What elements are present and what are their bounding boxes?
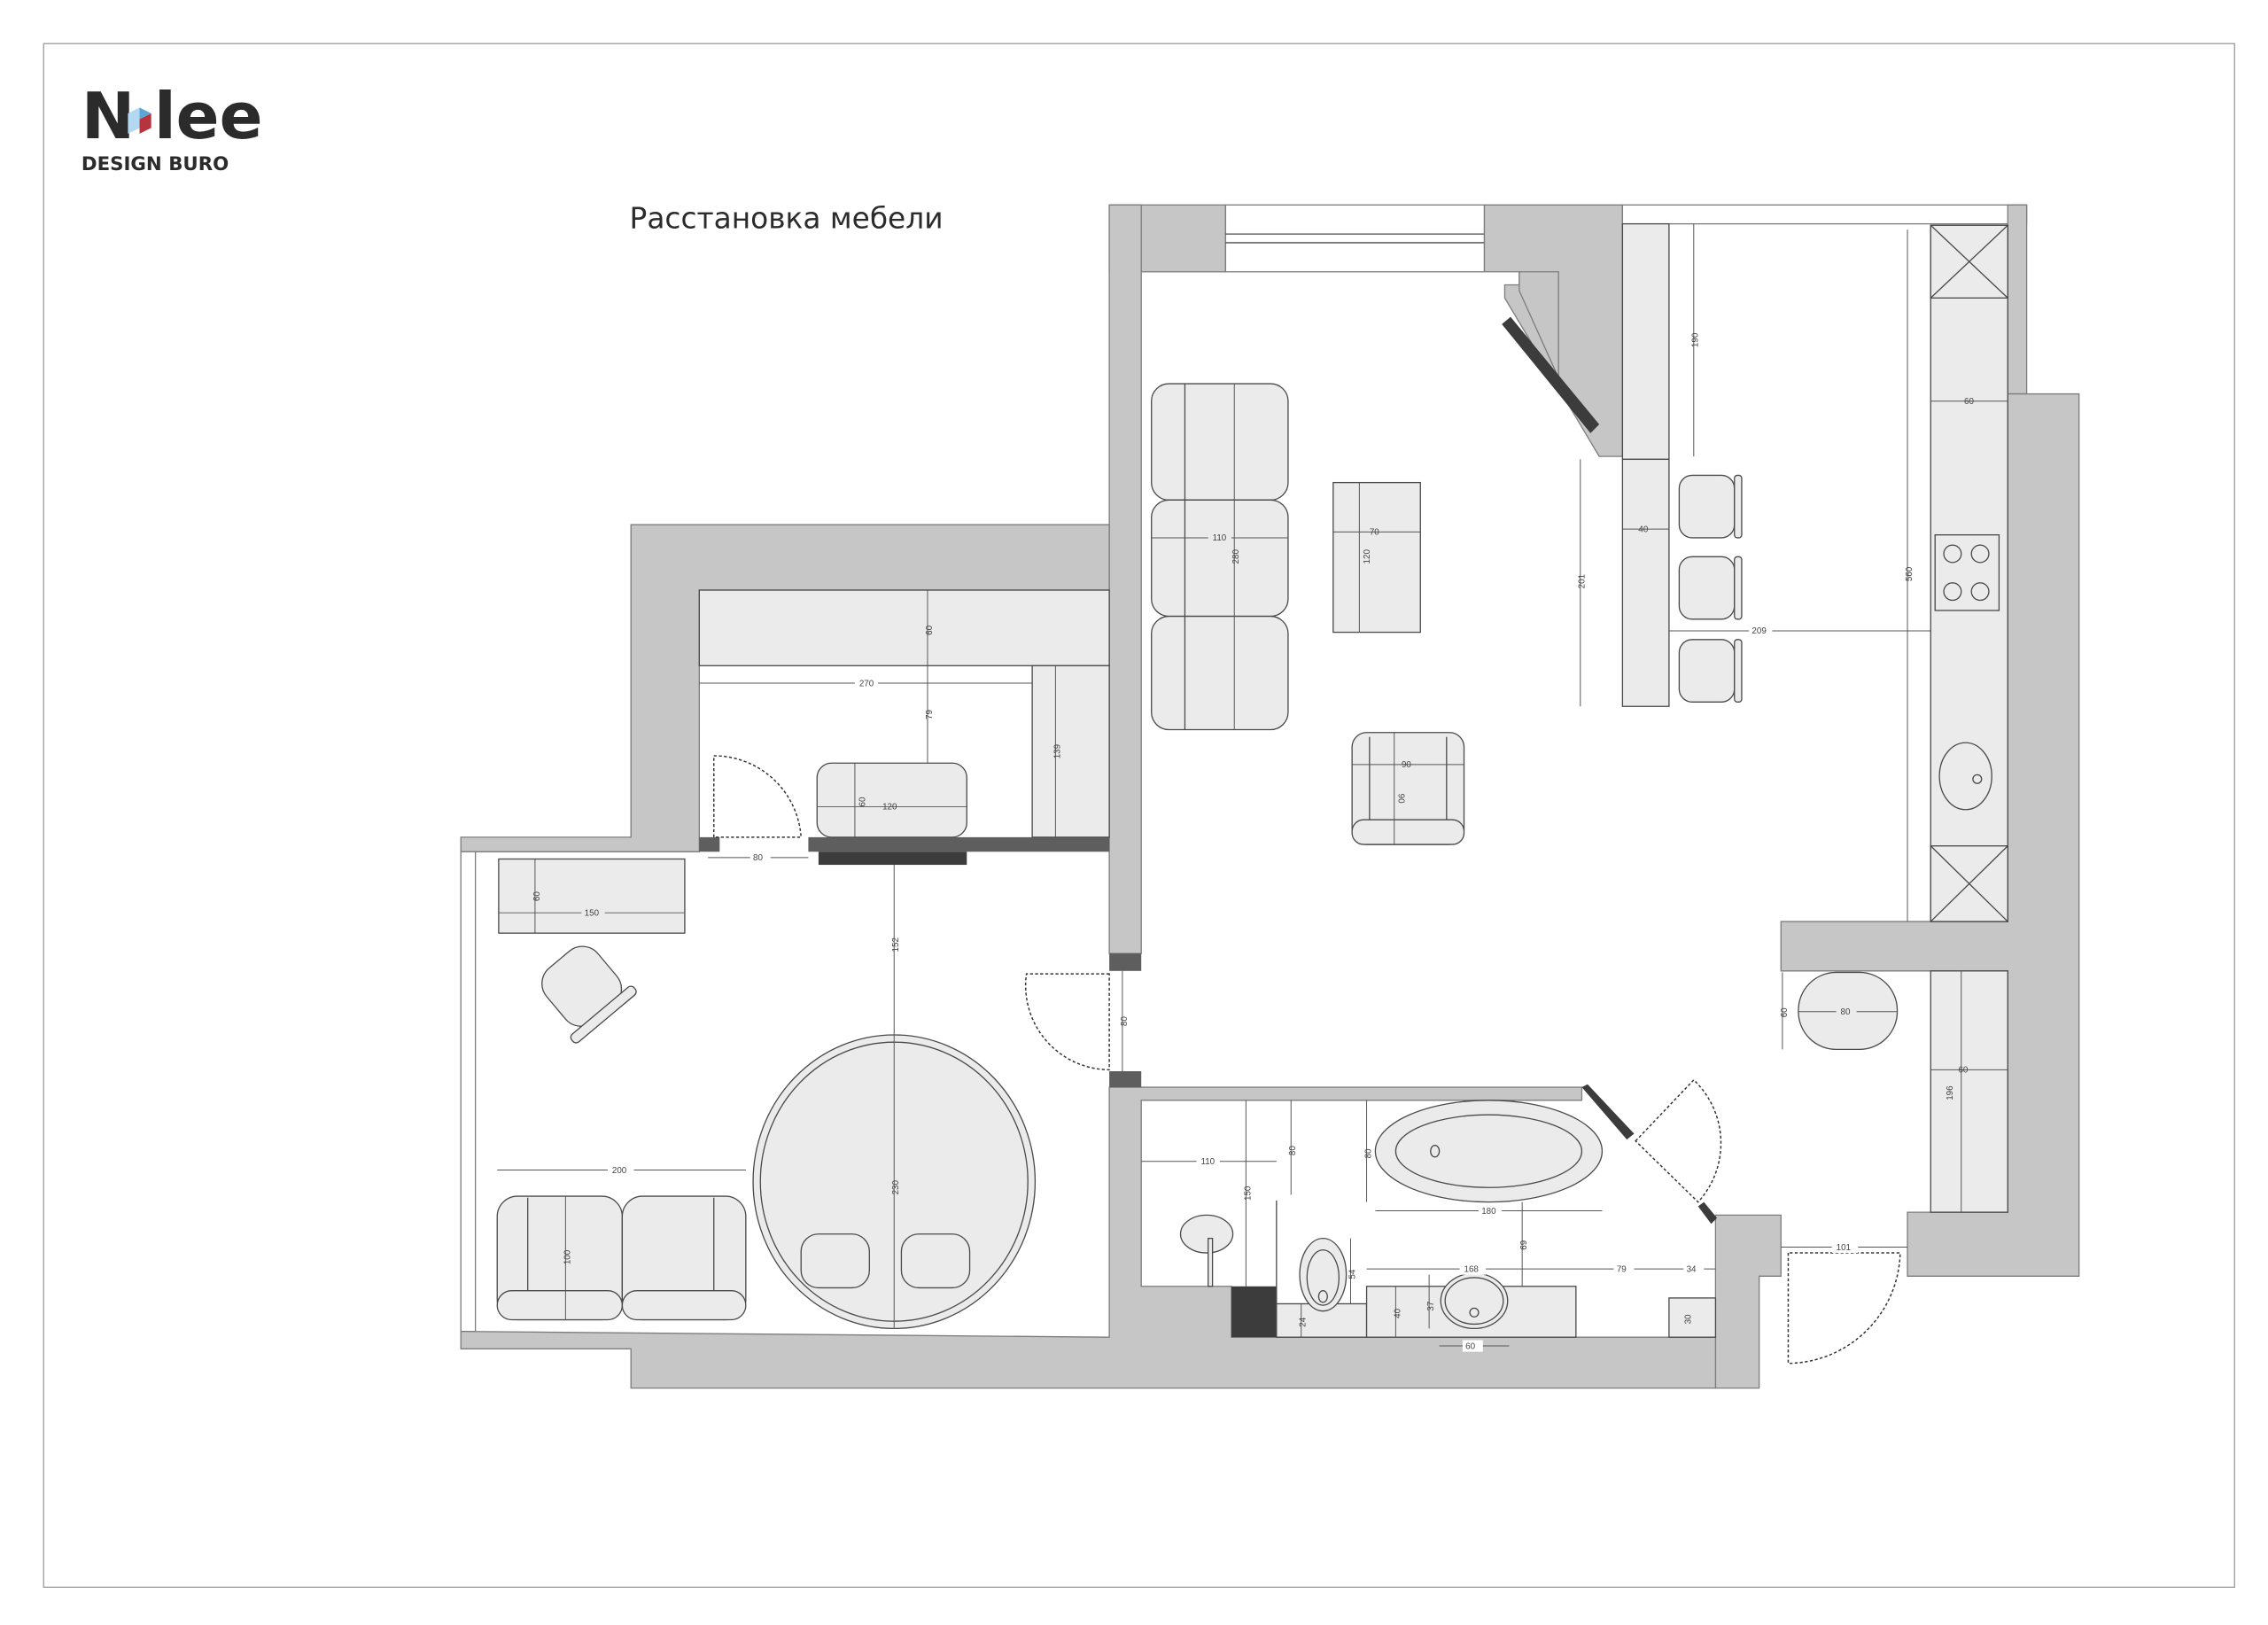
sofa-length-label: 280 [1231,549,1241,564]
bedroom: 150 60 200 100 230 [496,858,1037,1330]
closet-side-label: 139 [1052,744,1062,758]
bedroom-sofa: 200 100 [496,1163,747,1321]
bathroom-door[interactable] [1635,1078,1722,1203]
aisle-label: 209 [1751,626,1766,636]
toilet: 54 24 [1299,1237,1357,1338]
sink-icon [1938,742,1992,811]
vanity-length-label: 168 [1464,1264,1480,1274]
cube-icon [128,107,151,134]
desk-depth-label: 60 [532,891,542,901]
entry-door[interactable] [1787,1252,1901,1365]
niche-label: 34 [1687,1264,1697,1274]
tv-panel [1502,316,1600,433]
shower-length-label: 150 [1243,1186,1253,1201]
wardrobe-length-label: 196 [1946,1085,1955,1100]
ottoman-depth-label: 60 [858,797,867,806]
shower-width-label: 110 [1200,1157,1215,1167]
bar-upper [1621,222,1670,461]
closet-width-label: 270 [859,679,874,688]
sofa-width-label: 110 [1213,533,1227,543]
logo-lee: lee [154,80,263,154]
page-title: Расстановка мебели [630,202,944,236]
bar-length-label: 201 [1578,574,1588,588]
pouf-depth-label: 60 [1780,1007,1790,1017]
bathtub: 80 180 69 [1363,1100,1604,1287]
logo-n: N [82,80,135,154]
coffee-table: 70 120 [1332,481,1421,634]
cabinet-depth-label: 60 [1964,397,1974,407]
niche [1668,1297,1717,1338]
desk-width-label: 150 [585,908,600,918]
armchair-width-label: 90 [1402,760,1411,770]
table-length-label: 120 [1363,549,1372,564]
ottoman-width-label: 120 [882,803,897,812]
desk [498,858,686,934]
vanity-depth-label: 40 [1393,1308,1402,1318]
cooktop-icon [1934,534,2000,611]
bath-to-vanity-label: 69 [1519,1240,1529,1250]
closet-door-label: 80 [753,853,763,863]
sofa-depth-label: 100 [563,1249,572,1264]
partition-label: 80 [1288,1146,1298,1155]
living-room: 110 280 70 120 90 90 [1151,316,1600,845]
window [1224,204,1486,273]
closet-shelf [698,589,1110,666]
kitchen-run-label: 560 [1905,566,1915,581]
sofa: 110 280 [1151,383,1289,731]
basin-width-label: 60 [1465,1341,1475,1351]
armchair-depth-label: 90 [1396,794,1406,804]
pouf-width-label: 80 [1841,1007,1851,1017]
closet-door[interactable] [713,755,802,838]
entry-door-label: 101 [1837,1243,1851,1253]
toilet-depth-label: 54 [1348,1269,1357,1279]
kitchen: 190 201 40 209 560 60 [1578,222,2008,922]
bed-diameter-label: 230 [891,1180,901,1195]
bedroom-door[interactable] [1024,973,1110,1071]
bathroom: 110 150 80 80 180 69 54 24 [1141,1078,1722,1352]
walk-in-closet: 60 270 79 139 120 60 80 [698,589,1110,864]
armchair: 90 90 [1351,732,1465,845]
bar-upper-label: 190 [1691,332,1701,347]
sofa-width-label: 200 [612,1166,627,1176]
logo: N lee DESIGN BURO [82,80,263,175]
closet-clearance-label: 79 [925,710,935,719]
wardrobe-depth-label: 60 [1958,1066,1968,1076]
shaft [1231,1286,1277,1338]
round-bed: 230 152 [752,865,1037,1330]
door-jamb [1109,953,1142,971]
bath-length-label: 180 [1481,1207,1496,1217]
gap-label: 79 [1617,1264,1627,1274]
bath-depth-label: 80 [1363,1148,1373,1158]
niche-depth-label: 30 [1684,1314,1694,1324]
bar-stools [1678,474,1743,703]
logo-subtitle: DESIGN BURO [82,153,229,175]
hallway: 80 60 60 196 101 80 [1024,970,2008,1365]
table-width-label: 70 [1370,528,1379,538]
desk-chair [541,945,637,1044]
closet-side-shelf [1031,665,1110,838]
bath-door-jamb [1581,1084,1635,1140]
bar-counter [1621,458,1670,707]
ottoman [816,762,967,838]
page-border [43,43,2235,1589]
wardrobe [1930,970,2008,1213]
bar-width-label: 40 [1638,525,1648,534]
bedroom-door-label: 80 [1120,1016,1130,1026]
toilet-base-label: 24 [1299,1317,1309,1326]
basin-depth-label: 37 [1426,1302,1436,1311]
shelf-depth-label: 60 [925,625,935,634]
bed-clearance-label: 152 [891,937,901,952]
shower-tray [1179,1214,1234,1254]
basin: 40 37 60 [1393,1272,1510,1352]
